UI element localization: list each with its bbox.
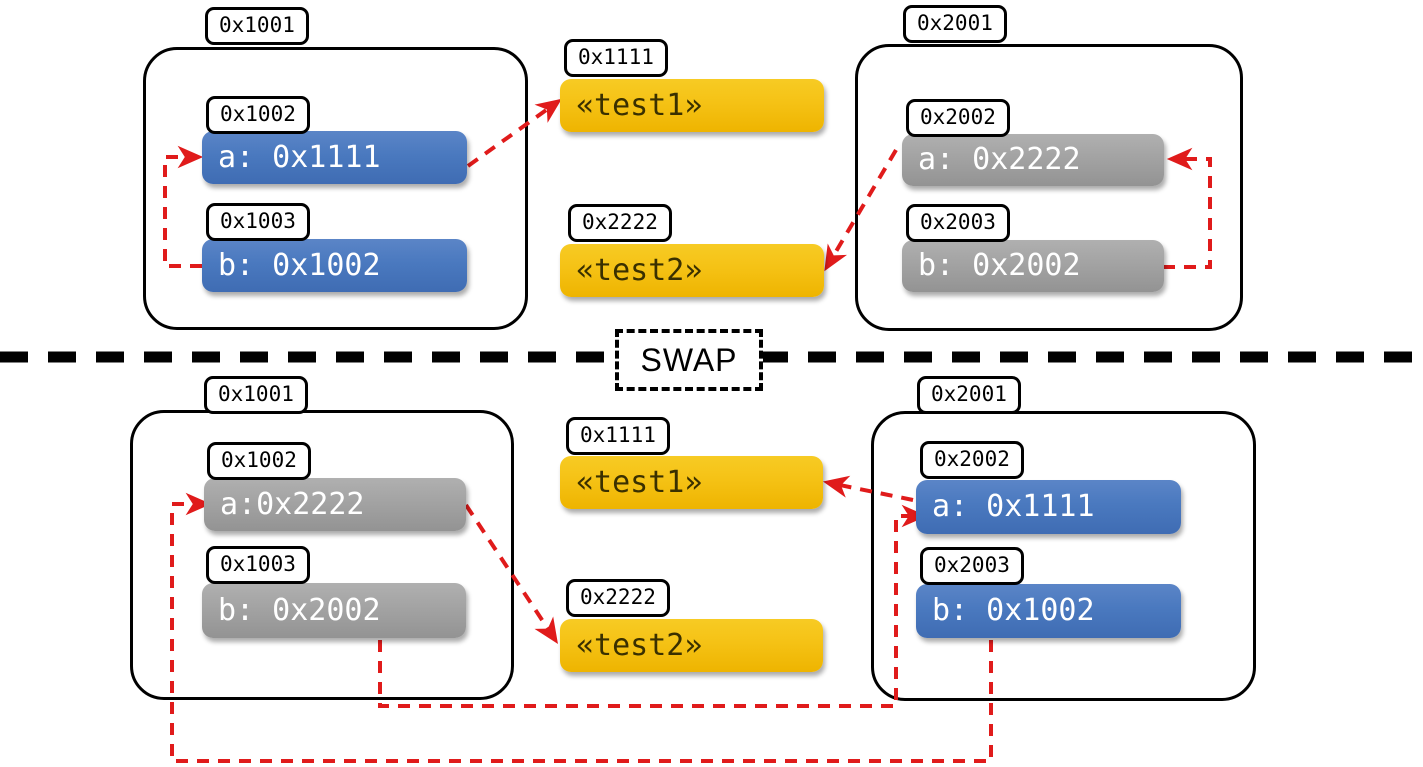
- swap-badge: SWAP: [615, 329, 763, 391]
- after-object1-chip[interactable]: «test2»: [560, 619, 823, 672]
- after-object0-chip[interactable]: «test1»: [560, 456, 823, 509]
- after-right-slot0-chip[interactable]: a: 0x1111: [916, 480, 1181, 534]
- before-right-slot0-chip[interactable]: a: 0x2222: [902, 134, 1164, 186]
- before-object0-chip[interactable]: «test1»: [560, 79, 824, 132]
- before-right-frame-address: 0x2001: [903, 5, 1007, 43]
- after-right-slot0-address: 0x2002: [920, 441, 1024, 479]
- after-left-slot1-chip[interactable]: b: 0x2002: [202, 583, 466, 638]
- after-object1-address: 0x2222: [566, 579, 670, 617]
- after-left-slot0-address: 0x1002: [207, 442, 311, 480]
- before-left-slot1-chip[interactable]: b: 0x1002: [202, 239, 467, 292]
- before-left-slot0-chip[interactable]: a: 0x1111: [202, 131, 467, 184]
- after-left-frame: [130, 410, 514, 700]
- after-left-frame-address: 0x1001: [204, 376, 308, 414]
- before-left-slot1-address: 0x1003: [206, 203, 310, 241]
- after-right-slot1-chip[interactable]: b: 0x1002: [916, 584, 1181, 638]
- after-right-frame-address: 0x2001: [917, 376, 1021, 414]
- before-object1-chip[interactable]: «test2»: [560, 244, 824, 297]
- before-right-slot0-address: 0x2002: [906, 99, 1010, 137]
- after-left-slot1-address: 0x1003: [206, 546, 310, 584]
- after-object0-address: 0x1111: [566, 417, 670, 455]
- before-right-slot1-address: 0x2003: [906, 204, 1010, 242]
- before-object1-address: 0x2222: [568, 204, 672, 242]
- after-right-slot1-address: 0x2003: [920, 547, 1024, 585]
- before-left-frame-address: 0x1001: [205, 7, 309, 45]
- before-object0-address: 0x1111: [564, 39, 668, 77]
- after-left-slot0-chip[interactable]: a:0x2222: [204, 478, 466, 531]
- before-right-slot1-chip[interactable]: b: 0x2002: [902, 240, 1164, 292]
- before-left-slot0-address: 0x1002: [206, 96, 310, 134]
